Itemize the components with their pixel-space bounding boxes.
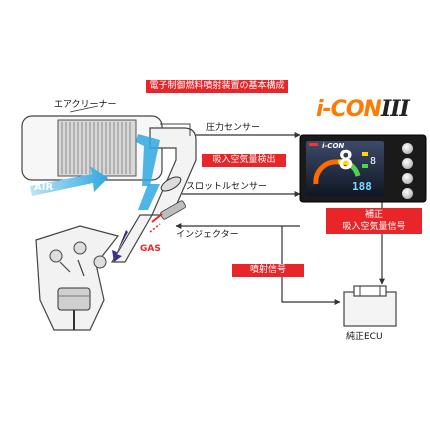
device-button-3[interactable] [402, 173, 413, 184]
stock-ecu [343, 285, 397, 327]
injection-signal-label: 噴射信号 [232, 264, 304, 277]
icon-logo: i-CONIII [316, 96, 410, 122]
device-button-2[interactable] [402, 158, 413, 169]
icon-logo-text: i-CON [316, 97, 382, 122]
screen-small-digit: 8 [370, 156, 377, 167]
injector [149, 200, 186, 233]
screen-logo: i-CON [322, 142, 345, 150]
injector-label: インジェクター [176, 230, 239, 240]
icon-device [299, 134, 427, 203]
icon-logo-suffix: III [380, 96, 410, 122]
gas-arrow [112, 230, 128, 262]
pressure-sensor-label: 圧力センサー [206, 123, 261, 133]
device-button-1[interactable] [402, 143, 413, 154]
title-banner: 電子制御燃料噴射装置の基本構成 [146, 80, 288, 93]
air-cleaner-label: エアクリーナー [54, 100, 117, 110]
air-label: AIR [34, 182, 54, 193]
correction-signal-label: 補正 吸入空気量信号 [326, 208, 422, 234]
device-button-4[interactable] [402, 188, 413, 199]
air-flow-arrows [30, 134, 160, 210]
intake-duct [110, 123, 197, 263]
screen-digits: 188 [352, 180, 372, 193]
gas-label: GAS [140, 244, 161, 254]
correction-line1: 補正 [364, 210, 383, 220]
engine [35, 225, 120, 331]
throttle-sensor-label: スロットルセンサー [186, 182, 268, 192]
air-cleaner [21, 105, 163, 181]
correction-line2: 吸入空気量信号 [342, 222, 406, 232]
stock-ecu-label: 純正ECU [346, 332, 383, 342]
screen-big-digit: 8 [338, 146, 354, 176]
intake-air-detect-label: 吸入空気量検出 [202, 154, 286, 167]
